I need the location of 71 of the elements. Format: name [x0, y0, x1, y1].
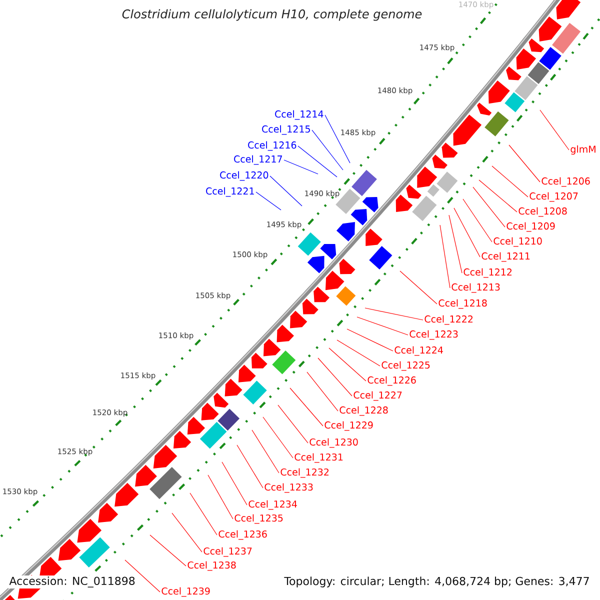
title: Clostridium cellulolyticum H10, complete genome	[122, 9, 422, 21]
gene-label: Ccel_1214	[275, 110, 324, 120]
leader-line	[336, 340, 380, 366]
leader-line	[256, 192, 282, 210]
leader-line	[346, 328, 394, 352]
leader-line	[284, 160, 318, 174]
leader-line	[150, 534, 186, 566]
leader-line	[306, 372, 338, 412]
genome-info-text: Topology: circular; Length: 4,068,724 bp; Genes: 3,477	[283, 576, 591, 588]
leader-line	[270, 176, 302, 206]
gene-label: Ccel_1239	[162, 587, 210, 597]
leader-line	[508, 144, 540, 182]
gene-label: Ccel_1238	[188, 561, 236, 571]
leader-line	[328, 348, 366, 382]
gene-label: Ccel_1227	[354, 391, 402, 401]
gene-label: Ccel_1221	[206, 187, 254, 197]
accession-text: Accession: NC_011898	[8, 576, 136, 588]
leader-line	[236, 444, 264, 488]
gene-label: Ccel_1229	[324, 421, 373, 431]
gene-label: Ccel_1212	[464, 268, 512, 278]
leader-line	[356, 316, 408, 336]
gene-label: Ccel_1218	[438, 299, 487, 309]
gene-label: Ccel_1211	[482, 252, 530, 262]
leader-line	[278, 404, 308, 444]
gene-label: Ccel_1228	[340, 406, 388, 416]
gene-label: Ccel_1222	[424, 315, 473, 325]
leader-line	[400, 270, 438, 304]
leader-line	[172, 512, 202, 552]
gene-label: Ccel_1235	[234, 514, 283, 524]
gene-label: Ccel_1225	[382, 361, 430, 371]
leader-line	[492, 166, 528, 198]
gene-label: Ccel_1224	[394, 346, 443, 356]
gene-label: glmM	[570, 145, 596, 155]
gene-label: Ccel_1232	[280, 468, 329, 478]
gene-label: Ccel_1207	[530, 192, 578, 202]
leader-line	[448, 214, 462, 274]
leader-line	[472, 186, 506, 228]
leader-line	[208, 474, 234, 520]
leader-line	[124, 560, 160, 592]
leader-line	[318, 358, 352, 396]
gene-label: Ccel_1223	[410, 330, 458, 340]
gene-label: Ccel_1210	[494, 237, 542, 247]
leader-line	[454, 208, 480, 258]
gene-label: Ccel_1215	[262, 125, 310, 135]
leader-line	[312, 130, 344, 170]
gene-label: Ccel_1233	[264, 483, 313, 493]
gene-label: Ccel_1213	[452, 283, 500, 293]
gene-label: Ccel_1206	[542, 177, 590, 187]
gene-label: Ccel_1220	[220, 171, 268, 181]
leader-line	[298, 146, 338, 178]
gene-label: Ccel_1231	[294, 453, 343, 463]
gene-label: Ccel_1216	[248, 141, 296, 151]
gene-label: Ccel_1237	[204, 547, 252, 557]
gene-label: Ccel_1230	[310, 438, 358, 448]
leader-line	[324, 114, 350, 164]
gene-label: Ccel_1208	[518, 207, 567, 217]
leader-line	[290, 388, 324, 426]
gene-label: Ccel_1234	[248, 500, 297, 510]
leader-line	[262, 416, 294, 458]
leader-line	[440, 224, 450, 288]
gene-label: Ccel_1209	[506, 222, 555, 232]
leader-line	[462, 198, 492, 242]
leader-line	[190, 492, 218, 536]
gene-label: Ccel_1217	[234, 155, 282, 165]
leader-line	[478, 180, 518, 212]
gene-label: Ccel_1226	[368, 376, 416, 386]
leader-line	[540, 110, 570, 150]
leader-line	[364, 308, 424, 320]
leader-line	[252, 430, 280, 474]
gene-label: Ccel_1236	[218, 530, 267, 540]
leader-line	[222, 462, 248, 506]
